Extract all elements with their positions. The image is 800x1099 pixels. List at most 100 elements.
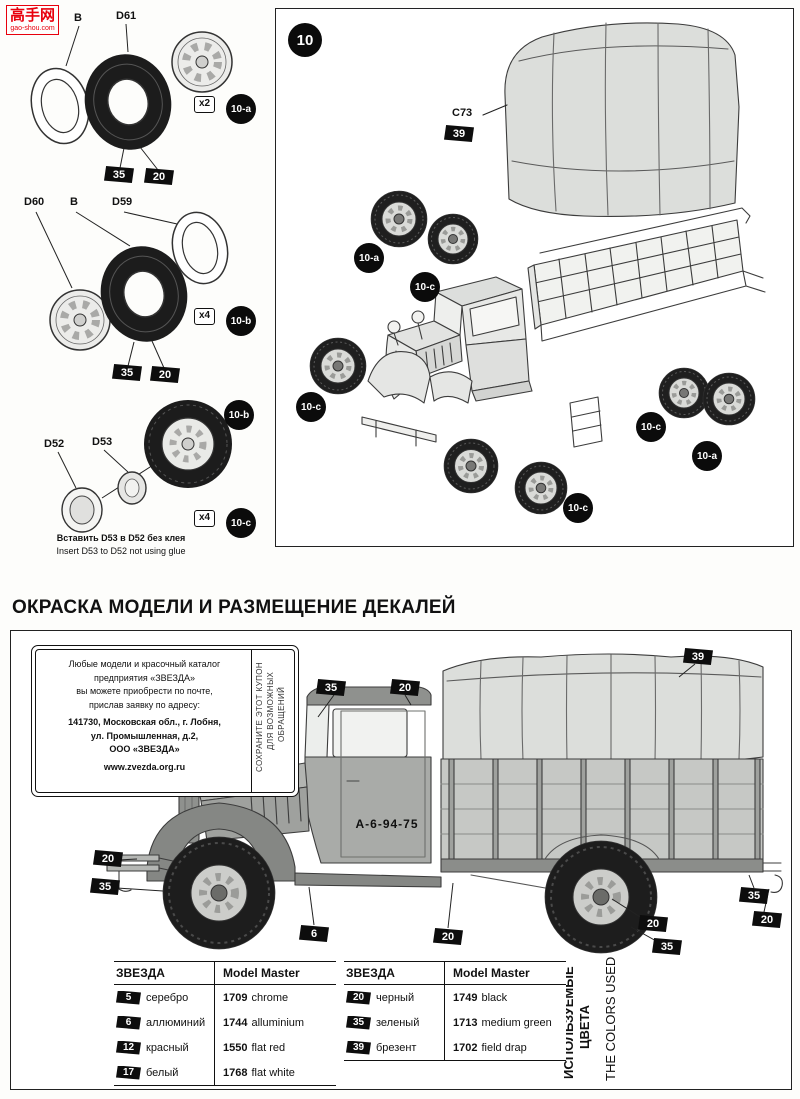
step-number-badge: 10: [288, 23, 322, 57]
subassembly-badge-10c: 10-c: [226, 508, 256, 538]
table-header-zvezda: ЗВЕЗДА: [116, 966, 165, 980]
coupon-keep-line: ДЛЯ ВОЗМОЖНЫХ: [266, 671, 275, 750]
wheel-assembly-c: 10-b D52 D53 x4 10-c Вставить D53 в D52 …: [16, 386, 272, 576]
table-header-zvezda: ЗВЕЗДА: [346, 966, 395, 980]
paint-name-ru: брезент: [376, 1041, 417, 1054]
paint-name-en: field drap: [481, 1041, 527, 1054]
paint-flag: 39: [444, 125, 474, 142]
paint-flag: 20: [93, 850, 123, 867]
paint-code: 1744: [223, 1016, 248, 1029]
part-label-d60: D60: [24, 196, 45, 208]
paint-flag: 20: [638, 915, 668, 932]
paint-flag: 35: [739, 887, 769, 904]
coupon-text: Любые модели и красочный каталог предпри…: [36, 650, 251, 792]
paint-name-en: alluminium: [251, 1016, 305, 1029]
wheel-badge: 10-c: [296, 392, 326, 422]
paint-flag: 17: [116, 1065, 141, 1080]
subassembly-badge-10b: 10-b: [226, 306, 256, 336]
quantity-label: x4: [194, 308, 216, 325]
paint-name-ru: серебро: [146, 991, 189, 1004]
paint-code: 1550: [223, 1041, 248, 1054]
canopy-part-label: C73: [452, 107, 473, 119]
quantity-label: x2: [194, 96, 216, 113]
painting-heading: ОКРАСКА МОДЕЛИ И РАЗМЕЩЕНИЕ ДЕКАЛЕЙ: [12, 597, 456, 618]
assembly-note-ru: Вставить D53 в D52 без клея: [56, 533, 186, 543]
paint-name-ru: зеленый: [376, 1016, 420, 1029]
paint-name-ru: аллюминий: [146, 1016, 206, 1029]
watermark-logo: 高手网 gao-shou.com: [6, 5, 60, 36]
table-header-modelmaster: Model Master: [444, 962, 566, 984]
wheel-assembly-b: D60 B D59 x4 10-b 35 20: [16, 196, 272, 384]
paint-flag: 20: [433, 928, 463, 945]
paint-flag: 20: [390, 679, 420, 696]
paint-flag: 35: [104, 166, 134, 183]
coupon-keep-line: ОБРАЩЕНИЙ: [277, 686, 286, 742]
watermark-domain-text: gao-shou.com: [10, 24, 55, 32]
coupon-url: www.zvezda.org.ru: [103, 761, 186, 772]
coupon-address: 141730, Московская обл., г. Лобня,: [68, 717, 221, 727]
watermark-cjk-text: 高手网: [10, 7, 56, 24]
wheel-badge: 10-a: [692, 441, 722, 471]
paint-flag: 39: [683, 648, 713, 665]
part-label-d52: D52: [44, 438, 65, 450]
paint-flag: 39: [346, 1040, 371, 1055]
paint-flag: 35: [112, 364, 142, 381]
table-header-modelmaster: Model Master: [214, 962, 336, 984]
paint-flag: 6: [299, 925, 329, 942]
paint-flag: 20: [752, 911, 782, 928]
paint-name-ru: красный: [146, 1041, 189, 1054]
coupon-address: ООО «ЗВЕЗДА»: [109, 744, 180, 754]
decal-plate: А-6-94-75: [355, 817, 419, 831]
paint-flag: 6: [116, 1015, 141, 1030]
subassembly-badge-10b-ref: 10-b: [224, 400, 254, 430]
paint-name-en: chrome: [251, 991, 289, 1004]
wheel-assembly-a-drawing: [30, 23, 233, 171]
quantity-label: x4: [194, 510, 216, 527]
wheel-badge: 10-c: [563, 493, 593, 523]
step-10-panel: 10: [275, 8, 794, 547]
coupon-line: вы можете приобрести по почте,: [76, 686, 213, 696]
wheel-assembly-c-drawing: [57, 400, 232, 533]
paint-code: 1709: [223, 991, 248, 1004]
paint-name-en: medium green: [481, 1016, 552, 1029]
part-label-b: B: [74, 12, 82, 24]
paint-flag: 20: [150, 366, 180, 383]
subassembly-badge-10a: 10-a: [226, 94, 256, 124]
paint-flag: 20: [144, 168, 174, 185]
paint-code: 1713: [453, 1016, 478, 1029]
wheel-badge: 10-c: [636, 412, 666, 442]
vertical-label-colors-used-en: THE COLORS USED: [603, 956, 618, 1081]
part-label-d53: D53: [92, 436, 113, 448]
paint-name-ru: белый: [146, 1066, 179, 1079]
coupon-address: ул. Промышленная, д.2,: [90, 730, 199, 741]
coupon: Любые модели и красочный каталог предпри…: [31, 645, 299, 797]
painting-panel: Любые модели и красочный каталог предпри…: [10, 630, 792, 1090]
part-label-b: B: [70, 196, 78, 208]
truck-assembly-drawing: [309, 22, 766, 515]
part-label-d59: D59: [112, 196, 133, 208]
wheel-assembly-b-drawing: [35, 211, 229, 369]
coupon-keep-note: СОХРАНИТЕ ЭТОТ КУПОН ДЛЯ ВОЗМОЖНЫХ ОБРАЩ…: [251, 650, 294, 792]
wheel-badge: 10-c: [410, 272, 440, 302]
vertical-label-colors-used-ru-2: ЦВЕТА: [577, 1004, 592, 1049]
coupon-line: прислав заявку по адресу:: [89, 699, 200, 710]
paint-code: 1749: [453, 991, 478, 1004]
paint-flag: 35: [316, 679, 346, 696]
assembly-note-en: Insert D53 to D52 not using glue: [56, 546, 186, 556]
paint-flag: 20: [346, 990, 371, 1005]
wheel-badge: 10-a: [354, 243, 384, 273]
paint-flag: 35: [346, 1015, 371, 1030]
paint-name-en: flat white: [251, 1066, 295, 1079]
coupon-line: Любые модели и красочный каталог: [68, 659, 221, 669]
paint-code: 1768: [223, 1066, 248, 1079]
paint-flag: 35: [652, 938, 682, 955]
wheel-assembly-a: B D61 x2 10-a 35 20: [16, 10, 272, 192]
coupon-line: предприятия «ЗВЕЗДА»: [93, 672, 196, 683]
